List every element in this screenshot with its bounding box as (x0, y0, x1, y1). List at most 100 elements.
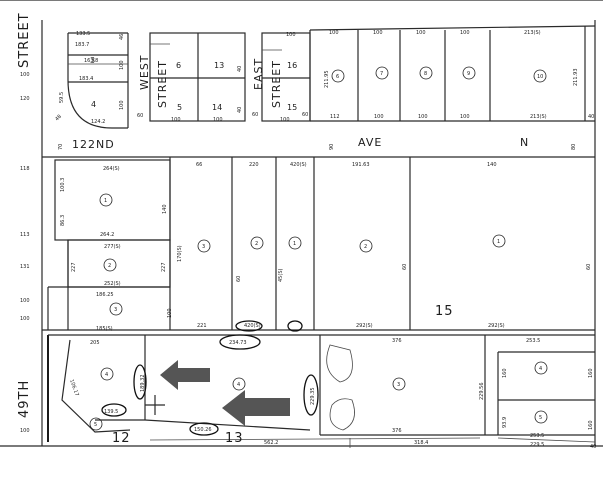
map-label: 213(S) (530, 114, 547, 120)
map-label: 213(S) (524, 30, 541, 36)
map-label: 100 (20, 316, 30, 322)
map-label: 3 (114, 307, 117, 313)
map-label: 185(S) (96, 326, 113, 332)
map-label: 100 (460, 114, 470, 120)
map-label: 2 (108, 263, 111, 269)
map-label: 3 (202, 244, 205, 250)
block-number-15: 15 (435, 304, 454, 319)
map-label: 221 (197, 323, 207, 329)
map-label: 183.4 (79, 76, 93, 82)
map-label: 100 (171, 117, 181, 123)
map-label: 211.95 (324, 71, 330, 89)
map-label: 292(S) (488, 323, 505, 329)
map-label: 60 (236, 276, 242, 282)
block-west-street (149, 32, 246, 122)
map-label: 112 (330, 114, 340, 120)
map-label: 1 (293, 241, 296, 247)
middle-labels: 118 113 131 100 100 264(S) 100.3 86.3 26… (20, 162, 592, 332)
map-label: 100 (418, 114, 428, 120)
map-label: 150.26 (194, 427, 212, 433)
map-label: 5 (94, 422, 97, 428)
block-number-13: 13 (225, 431, 244, 446)
map-label: 100 (20, 72, 30, 78)
street-label-west: WEST (138, 54, 151, 90)
map-label: 48 (54, 114, 63, 123)
map-label: 5 (539, 415, 542, 421)
map-label: 227 (71, 262, 77, 272)
block-numbers: 15 12 13 (112, 304, 454, 446)
map-label: 60 (302, 112, 308, 118)
map-label: 3 (397, 382, 400, 388)
map-label: 59.5 (59, 92, 65, 103)
highlight-ovals (101, 320, 319, 436)
arrow-left-icon-upper (160, 360, 210, 390)
map-label: 60 (402, 264, 408, 270)
map-label: 191.63 (352, 162, 370, 168)
map-label: 100 (213, 117, 223, 123)
map-label: 15 (287, 103, 297, 112)
street-label-west-street: STREET (156, 60, 169, 108)
map-label: 4 (237, 382, 240, 388)
map-label: 205 (90, 340, 100, 346)
street-label-49th: 49TH (17, 380, 32, 418)
map-frame (0, 0, 603, 447)
map-label: 376 (392, 428, 402, 434)
map-label: 14 (212, 103, 222, 112)
street-label-east: EAST (252, 58, 265, 90)
map-label: 227 (161, 262, 167, 272)
map-label: 160 (588, 420, 594, 430)
top-right-labels: 100 100 100 100 213(S) 211.95 211.93 112… (58, 30, 594, 150)
west-block-labels: 6 5 13 14 100 100 40 40 60 (171, 61, 258, 123)
map-label: 100 (460, 30, 470, 36)
map-label: 46 (119, 34, 125, 40)
map-label: 100 (373, 30, 383, 36)
map-label: 66 (196, 162, 202, 168)
map-label: 163.8 (84, 58, 98, 64)
map-label: 113 (20, 232, 30, 238)
map-label: 6 (336, 74, 339, 80)
parcel-circles-bottom (89, 361, 548, 431)
map-label: 4 (105, 372, 108, 378)
map-label: 120 (20, 96, 30, 102)
parcel-circles-middle (99, 193, 506, 316)
map-label: 100 (167, 308, 173, 318)
map-label: 100 (119, 60, 125, 70)
map-label: 3 (90, 56, 95, 65)
map-label: 277(S) (104, 244, 121, 250)
map-label: 6 (176, 61, 181, 70)
map-label: 140 (487, 162, 497, 168)
map-label: 1 (104, 198, 107, 204)
map-label: 4 (91, 100, 96, 109)
map-label: 131 (20, 264, 30, 270)
crosshair-marker (145, 395, 165, 415)
map-label: 229.5 (530, 442, 544, 448)
map-label: 170(S) (177, 245, 183, 262)
map-label: 93.9 (502, 417, 508, 428)
map-label: 292(S) (356, 323, 373, 329)
map-label: 9 (467, 71, 470, 77)
map-label: 60 (137, 113, 143, 119)
map-label: 8 (424, 71, 427, 77)
map-label: 40 (237, 66, 243, 72)
map-label: 160 (588, 368, 594, 378)
map-label: 100 (374, 114, 384, 120)
map-label: 60 (252, 112, 258, 118)
map-label: 562.2 (264, 440, 278, 446)
map-label: 1 (497, 239, 500, 245)
map-label: 100 (286, 32, 296, 38)
map-label: 264.2 (100, 232, 114, 238)
block-top-left (67, 32, 129, 129)
map-label: 183.7 (75, 42, 89, 48)
map-label: 229.56 (479, 383, 485, 401)
map-label: 264(S) (103, 166, 120, 172)
parcel-circles-top (331, 66, 547, 83)
map-label: 253.5 (526, 338, 540, 344)
map-label: 2 (255, 241, 258, 247)
bottom-labels: 205 106.17 189.32 139.5 234.73 150.26 22… (20, 338, 596, 450)
map-label: 2 (364, 244, 367, 250)
map-label: 90 (329, 144, 335, 150)
map-label: 4 (539, 366, 542, 372)
map-label: 100 (280, 117, 290, 123)
map-label: 100 (119, 100, 125, 110)
east-block-labels: 16 15 100 100 60 (280, 32, 308, 123)
